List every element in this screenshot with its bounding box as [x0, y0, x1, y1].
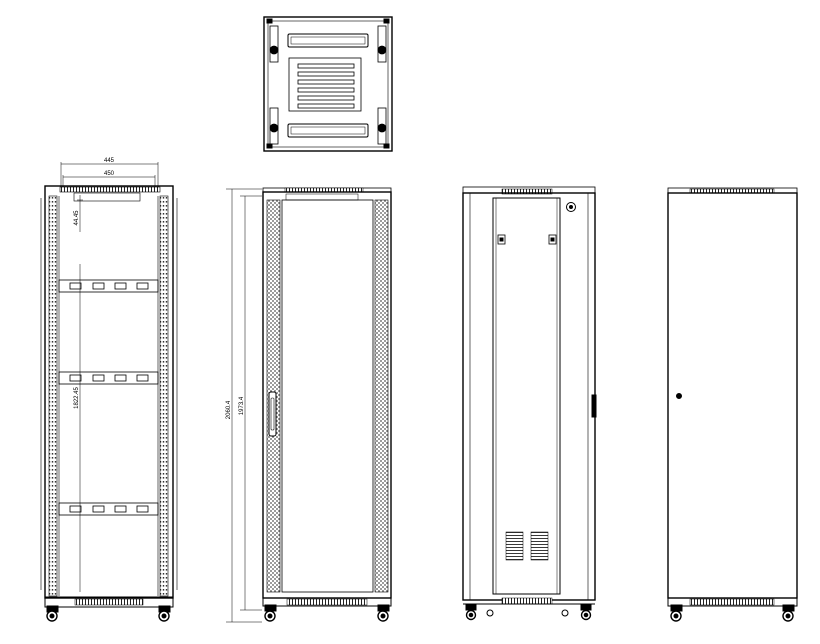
dimension-labels: 445 450 44.45 1822.45 2060.4 1973.4	[74, 158, 245, 419]
dim-inner-width: 450	[104, 171, 115, 177]
dim-outer-width: 445	[104, 158, 115, 164]
top-view	[263, 16, 393, 152]
dim-overall-height: 2060.4	[226, 400, 232, 419]
dim-rack-pitch: 44.45	[74, 210, 80, 226]
front-view-door-removed	[40, 162, 178, 622]
rear-view	[462, 186, 597, 621]
dim-rail-height: 1822.45	[74, 387, 80, 409]
front-view-mesh-door	[226, 187, 392, 623]
dim-door-height: 1973.4	[239, 396, 245, 415]
side-view	[667, 187, 798, 622]
